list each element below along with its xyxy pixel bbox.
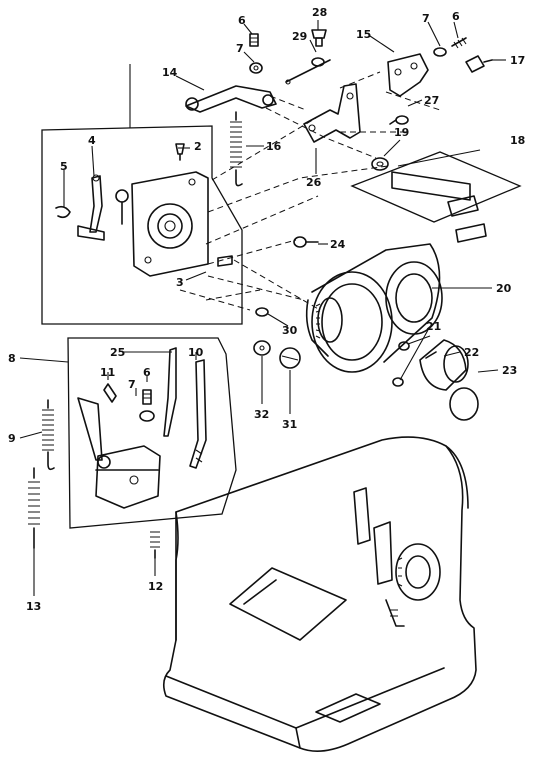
part-30-screw (255, 307, 269, 317)
part-26-bracket (303, 83, 361, 143)
callout-3: 3 (176, 276, 184, 289)
part-17-stud (465, 55, 493, 73)
callout-18: 18 (510, 134, 525, 147)
leader-lines (19, 20, 506, 596)
callout-23: 23 (502, 364, 517, 377)
callout-4: 4 (88, 134, 96, 147)
part-20-dial (305, 243, 443, 373)
part-9-spring (42, 399, 55, 471)
part-12-spring (150, 531, 160, 559)
callout-11: 11 (100, 366, 115, 379)
callout-12: 12 (148, 580, 163, 593)
part-22-knob (419, 339, 469, 391)
callout-numbers: 28 29 15 7 6 17 6 7 14 27 2 16 4 5 19 18… (8, 6, 525, 613)
callout-8: 8 (8, 352, 16, 365)
callout-19: 19 (394, 126, 409, 139)
callout-6: 6 (452, 10, 460, 23)
callout-21: 21 (426, 320, 441, 333)
part-7-nut-left (249, 62, 263, 74)
callout-22: 22 (464, 346, 479, 359)
callout-13: 13 (26, 600, 41, 613)
callout-6: 6 (143, 366, 151, 379)
callout-15: 15 (356, 28, 371, 41)
part-19-washer (371, 157, 389, 171)
callout-16: 16 (266, 140, 282, 153)
part-15-bracket (387, 53, 429, 97)
callout-10: 10 (188, 346, 204, 359)
callout-6: 6 (238, 14, 246, 27)
callout-14: 14 (162, 66, 178, 79)
callout-32: 32 (254, 408, 269, 421)
part-23-cap (449, 387, 479, 421)
callout-27: 27 (424, 94, 439, 107)
part-14-lever (185, 85, 277, 113)
callout-31: 31 (282, 418, 297, 431)
callout-20: 20 (496, 282, 512, 295)
callout-9: 9 (8, 432, 16, 445)
part-29-pin (285, 57, 331, 85)
part-16-spring (230, 111, 243, 187)
part-24-screw (293, 236, 319, 248)
part-13-spring (28, 467, 40, 549)
assembly-box-upper (41, 125, 243, 325)
callout-25: 25 (110, 346, 125, 359)
part-6-screw-left (249, 33, 259, 47)
callout-26: 26 (306, 176, 322, 189)
part-31-disc (279, 347, 301, 369)
alignment-lines (179, 71, 441, 311)
assembly-box-lower (67, 337, 237, 529)
machine-body (162, 436, 477, 752)
callout-5: 5 (60, 160, 68, 173)
part-21-screws (392, 341, 410, 387)
part-32-washer (253, 340, 271, 356)
callout-2: 2 (194, 140, 202, 153)
callout-30: 30 (282, 324, 298, 337)
callout-7: 7 (236, 42, 244, 55)
callout-7: 7 (422, 12, 430, 25)
part-6-screw-top-right (451, 37, 467, 49)
callout-29: 29 (292, 30, 307, 43)
callout-7: 7 (128, 378, 136, 391)
callout-24: 24 (330, 238, 346, 251)
part-7-nut-top (433, 47, 447, 57)
part-28-thumb-screw (311, 29, 327, 47)
callout-28: 28 (312, 6, 327, 19)
callout-17: 17 (510, 54, 525, 67)
part-27-screw (389, 115, 409, 125)
